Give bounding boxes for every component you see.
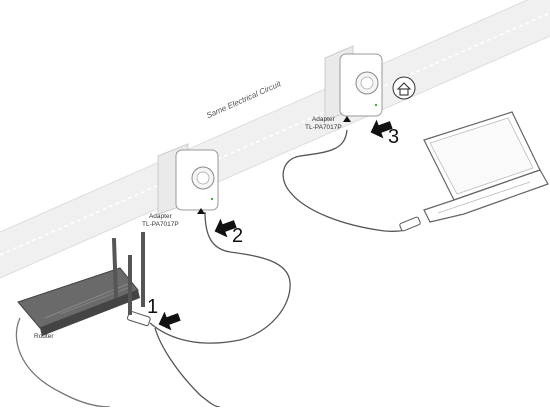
arrow-step-2 — [214, 218, 237, 238]
wall — [0, 0, 550, 279]
adapter-right-label-line1: Adapter — [311, 116, 335, 123]
step-number-2: 2 — [232, 225, 244, 247]
ethernet-plug-router — [127, 310, 151, 327]
arrow-port-left — [197, 208, 205, 214]
cable-adapter-laptop — [282, 129, 411, 233]
step-number-3: 3 — [388, 126, 400, 148]
router-antenna-1 — [111, 237, 119, 299]
arrow-step-3 — [370, 119, 393, 139]
router-antenna-3 — [141, 232, 145, 307]
home-icon — [392, 76, 416, 100]
wall-top-edge — [0, 0, 529, 233]
wall-bottom-edge — [0, 35, 550, 279]
router-front — [40, 290, 140, 336]
cables — [15, 129, 411, 408]
router — [17, 232, 145, 336]
adapter-right-label-line2: TL-PA7017P — [305, 124, 342, 131]
router-power-cable — [15, 317, 111, 408]
wall-band — [0, 0, 550, 278]
cable-router-adapter — [149, 211, 291, 344]
circuit-dashed-line — [0, 12, 550, 256]
router-label: Router — [34, 333, 54, 340]
laptop-screen — [429, 117, 534, 195]
arrow-port-right — [343, 116, 351, 122]
step-number-1: 1 — [147, 296, 159, 318]
arrow-step-1 — [158, 311, 181, 331]
laptop — [423, 111, 549, 223]
arrows — [158, 116, 393, 331]
adapter-left-label-line2: TL-PA7017P — [142, 221, 179, 228]
laptop-base — [423, 169, 549, 223]
adapter-right-label: Adapter TL-PA7017P — [305, 116, 342, 132]
adapter-left-label-line1: Adapter — [148, 213, 172, 220]
cable-router-tail — [154, 327, 221, 408]
ethernet-plug-laptop — [399, 216, 421, 232]
adapter-left — [157, 143, 219, 215]
adapter-right — [324, 45, 383, 121]
router-antenna-2 — [128, 255, 132, 315]
adapter-left-label: Adapter TL-PA7017P — [142, 213, 179, 229]
